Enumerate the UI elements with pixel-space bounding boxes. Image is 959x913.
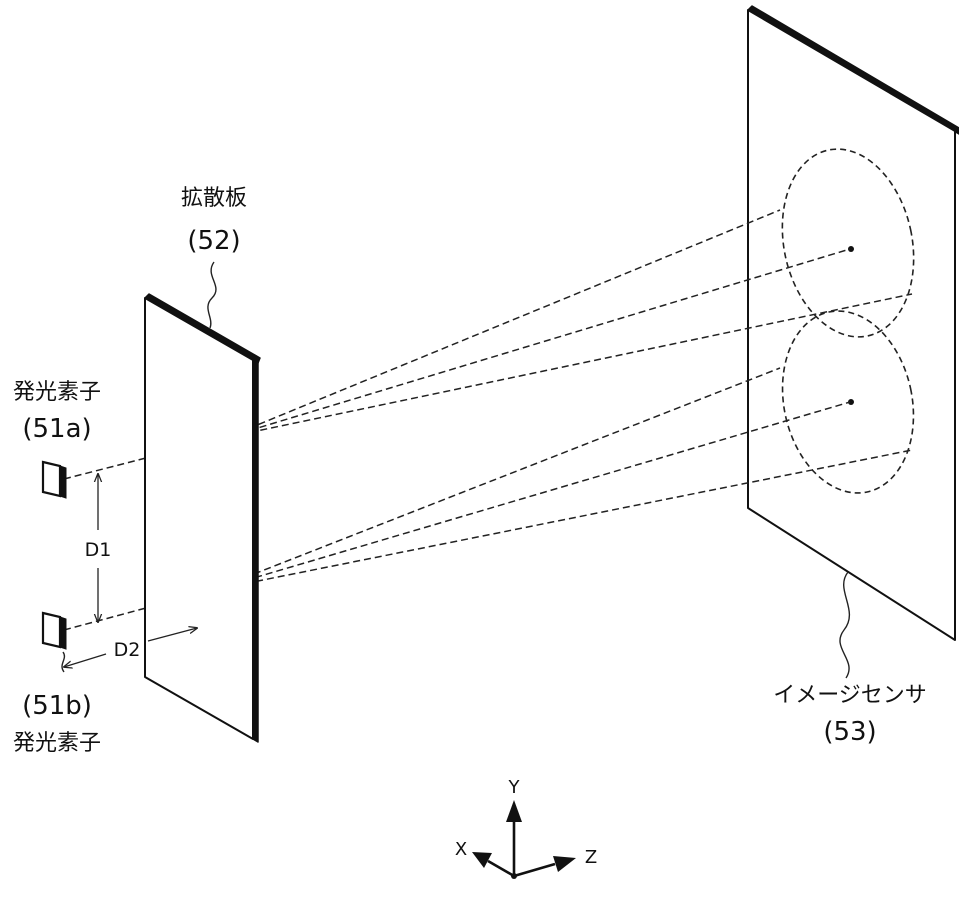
ray-a-center [227, 248, 851, 438]
emitter-51a-name-label: 発光素子 [13, 380, 101, 405]
ray-a-top [227, 209, 781, 438]
d2-arrow-right [147, 628, 197, 642]
y-axis-arrow-icon [506, 800, 522, 822]
ray-a-bottom [227, 293, 913, 438]
image-sensor-plate [747, 9, 956, 641]
ray-b-center [212, 401, 851, 591]
d2-arrow-left [64, 653, 107, 667]
ray-b-incident [63, 589, 214, 631]
sensor-name-label: イメージセンサ [773, 683, 927, 708]
upper-light-spot [781, 148, 915, 338]
emitter-51b-leader-line [61, 651, 66, 673]
light-emitter-51a [41, 460, 67, 499]
d1-label: D1 [85, 539, 112, 561]
ray-a-incident [63, 436, 229, 480]
d2-label: D2 [114, 639, 141, 661]
x-axis-arrow-icon [472, 852, 492, 868]
x-axis-line [487, 859, 515, 878]
emitter-51a-ref-label: (51a) [22, 414, 91, 444]
z-axis-label: Z [585, 847, 597, 868]
y-axis-label: Y [508, 777, 521, 798]
sensor-leader-line [839, 571, 850, 679]
z-axis-arrow-icon [553, 856, 576, 872]
dimension-d2: D2 [64, 628, 197, 667]
z-axis-line [513, 862, 556, 878]
lower-light-spot [781, 310, 915, 494]
diffuser-plate [144, 293, 261, 743]
lower-spot-center [848, 399, 854, 405]
emitter-51b-name-label: 発光素子 [13, 731, 101, 756]
emitter-51b-front [41, 611, 62, 649]
light-spots [781, 148, 915, 494]
coordinate-axes: Y X Z [455, 777, 597, 879]
sensor-ref-label: (53) [823, 717, 876, 747]
dimension-d1: D1 [85, 474, 112, 622]
ray-b-bottom [212, 449, 913, 591]
diffuser-ref-label: (52) [187, 226, 240, 256]
ray-b-top [212, 367, 781, 591]
rays-from-emitter-51a [63, 209, 913, 480]
emitter-51a-front [41, 460, 62, 498]
diffuser-front-face [144, 297, 254, 740]
rays-from-emitter-51b [63, 367, 913, 631]
axes-origin [511, 873, 517, 879]
emitter-51b-ref-label: (51b) [22, 691, 92, 721]
upper-spot-center [848, 246, 854, 252]
diffuser-name-label: 拡散板 [181, 186, 247, 211]
light-emitter-51b [41, 611, 67, 650]
x-axis-label: X [455, 839, 467, 860]
image-sensor [747, 5, 959, 641]
diffuser-leader-line [207, 261, 217, 329]
